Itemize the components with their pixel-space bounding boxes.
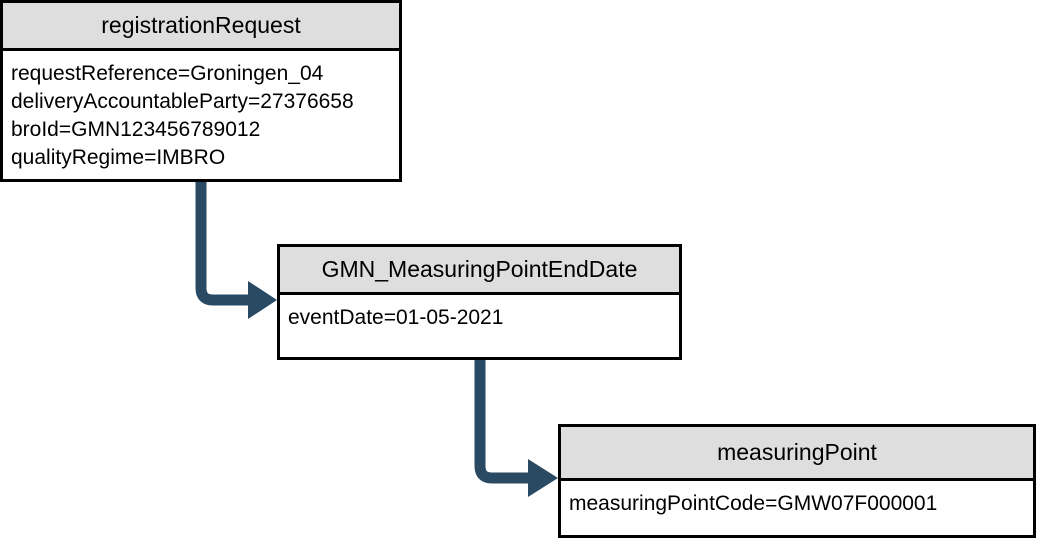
attribute-measuring-point-code: measuringPointCode=GMW07F000001 bbox=[569, 492, 938, 515]
attribute-bro-id: broId=GMN123456789012 bbox=[11, 118, 261, 141]
object-box-attributes-registration-request: requestReference=Groningen_04 deliveryAc… bbox=[3, 51, 399, 179]
object-box-gmn-measuringpoint-enddate[interactable]: GMN_MeasuringPointEndDate eventDate=01-0… bbox=[277, 244, 682, 360]
connector-2-line bbox=[474, 358, 530, 484]
attribute-quality-regime: qualityRegime=IMBRO bbox=[11, 146, 226, 169]
connector-measuringpointenddate-to-measuringpoint bbox=[474, 358, 558, 497]
connector-1-line bbox=[195, 180, 250, 306]
attribute-delivery-accountable-party: deliveryAccountableParty=27376658 bbox=[11, 90, 354, 113]
object-box-attributes-measuring-point: measuringPointCode=GMW07F000001 bbox=[561, 481, 1033, 535]
connector-1-arrowhead bbox=[248, 281, 277, 319]
object-box-title-measuring-point: measuringPoint bbox=[561, 427, 1033, 481]
attribute-event-date: eventDate=01-05-2021 bbox=[288, 306, 504, 329]
attribute-request-reference: requestReference=Groningen_04 bbox=[11, 62, 324, 85]
object-box-registration-request[interactable]: registrationRequest requestReference=Gro… bbox=[0, 0, 402, 182]
object-box-attributes-gmn-measuringpoint-enddate: eventDate=01-05-2021 bbox=[280, 295, 679, 357]
object-box-title-registration-request: registrationRequest bbox=[3, 3, 399, 51]
connector-2-arrowhead bbox=[528, 459, 558, 497]
object-box-measuring-point[interactable]: measuringPoint measuringPointCode=GMW07F… bbox=[558, 424, 1036, 538]
connector-registrationrequest-to-measuringpointenddate bbox=[195, 180, 277, 319]
object-box-title-gmn-measuringpoint-enddate: GMN_MeasuringPointEndDate bbox=[280, 247, 679, 295]
